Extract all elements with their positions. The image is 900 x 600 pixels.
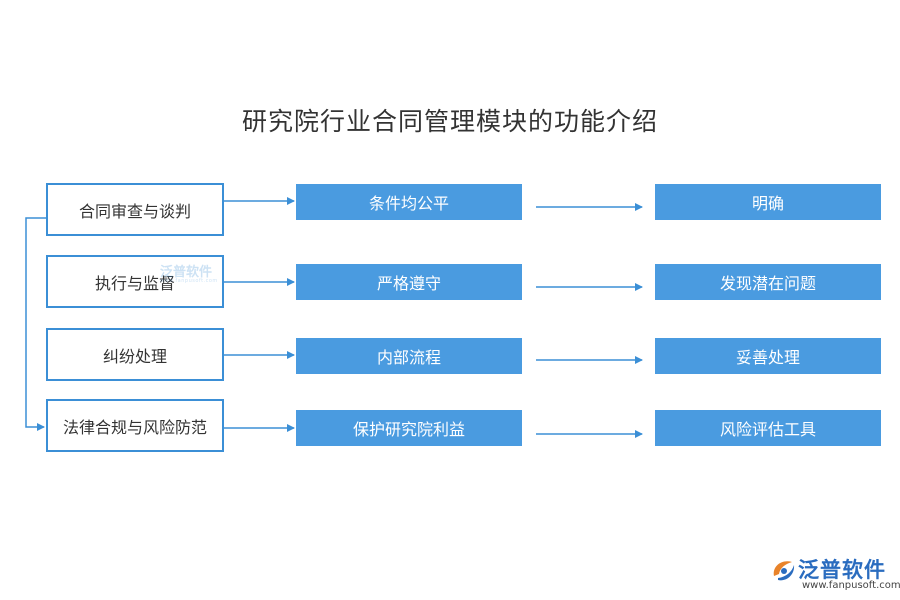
middle-box-4: 保护研究院利益	[296, 410, 522, 446]
watermark-center: 泛普软件 www.fanpusoft.com	[160, 266, 218, 284]
right-box-4: 风险评估工具	[655, 410, 881, 446]
left-box-2: 执行与监督	[46, 255, 224, 308]
brand-logo: 泛普软件 www.fanpusoft.com	[770, 552, 900, 594]
middle-box-2: 严格遵守	[296, 264, 522, 300]
logo-name: 泛普软件	[798, 558, 886, 582]
watermark-center-url: www.fanpusoft.com	[160, 278, 218, 284]
watermark-center-name: 泛普软件	[160, 265, 213, 280]
middle-box-3: 内部流程	[296, 338, 522, 374]
right-box-2: 发现潜在问题	[655, 264, 881, 300]
bracket-connector	[25, 217, 46, 431]
logo-url: www.fanpusoft.com	[802, 580, 900, 591]
right-box-3: 妥善处理	[655, 338, 881, 374]
left-box-4: 法律合规与风险防范	[46, 399, 224, 452]
logo-icon	[773, 561, 795, 581]
middle-box-1: 条件均公平	[296, 184, 522, 220]
left-box-3: 纠纷处理	[46, 328, 224, 381]
page-title: 研究院行业合同管理模块的功能介绍	[241, 107, 658, 136]
left-box-1: 合同审查与谈判	[46, 183, 224, 236]
right-box-1: 明确	[655, 184, 881, 220]
